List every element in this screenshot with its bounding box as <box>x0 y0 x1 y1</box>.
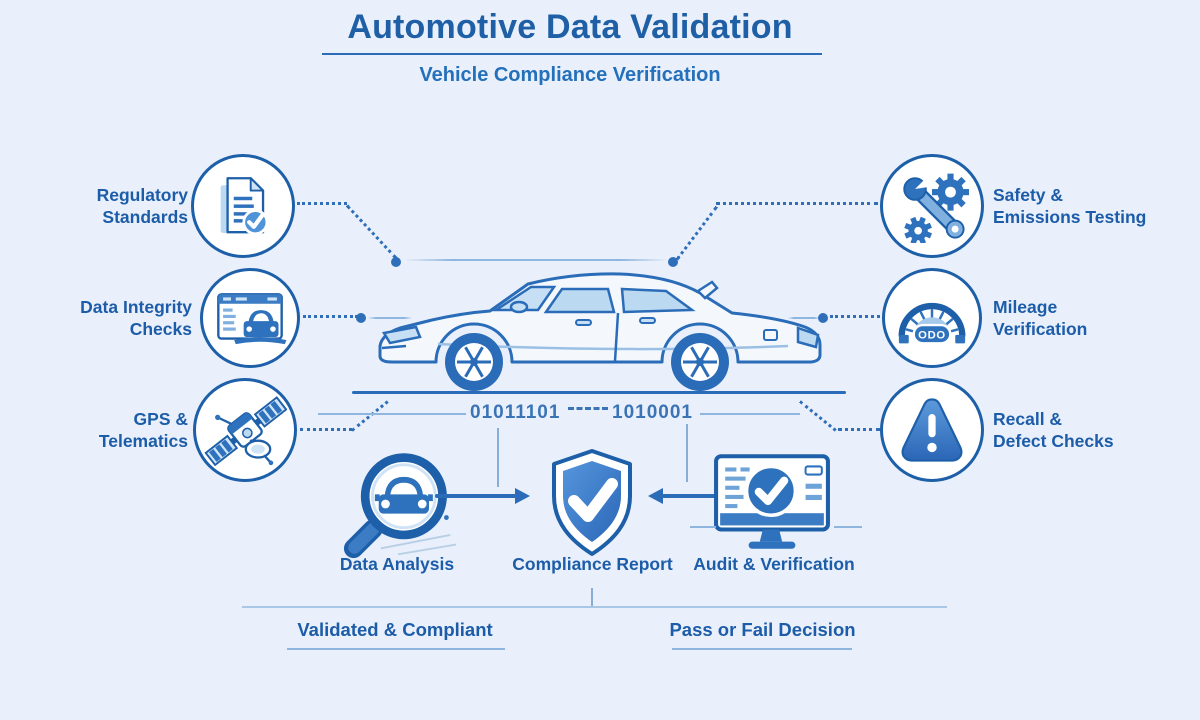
label-validated-compliant: Validated & Compliant <box>297 619 493 640</box>
label-regulatory-standards: Regulatory Standards <box>96 185 188 228</box>
binary-right: 1010001 <box>612 402 693 423</box>
regulatory-standards-circle <box>191 154 295 258</box>
document-check-icon <box>220 177 269 236</box>
ground-line <box>352 391 846 394</box>
stream-line-right <box>700 413 800 415</box>
label-data-analysis: Data Analysis <box>339 554 455 574</box>
safety-emissions-circle <box>880 154 984 258</box>
connector-dotted <box>345 204 398 260</box>
desk-line-left <box>690 526 716 528</box>
label-recall-defect: Recall & Defect Checks <box>993 409 1114 452</box>
connector-dotted <box>297 202 347 205</box>
title-underline <box>322 53 822 55</box>
connector-dotted <box>303 315 358 318</box>
magnifier-car-icon <box>343 453 457 559</box>
binary-left: 01011101 <box>470 402 561 423</box>
odometer-icon: ODO <box>898 302 966 345</box>
arrow-analysis-to-report <box>435 494 517 498</box>
gps-telematics-circle <box>193 378 297 482</box>
drop-line-left <box>497 428 499 487</box>
arrow-head-left-icon <box>648 488 663 504</box>
arrow-audit-to-report <box>662 494 730 498</box>
page-title: Automotive Data Validation <box>347 8 793 46</box>
sedan-car-illustration <box>378 272 822 391</box>
page-subtitle: Vehicle Compliance Verification <box>419 64 721 86</box>
connector-dotted <box>351 400 389 432</box>
stream-dashes <box>568 407 608 410</box>
label-pass-fail: Pass or Fail Decision <box>669 619 856 640</box>
connector-dot <box>818 313 828 323</box>
drop-line-right <box>686 424 688 482</box>
underline-validated <box>287 648 505 650</box>
connector-line <box>788 317 820 319</box>
connector-dotted <box>675 205 718 261</box>
label-data-integrity-checks: Data Integrity Checks <box>80 297 192 340</box>
connector-line <box>368 317 412 319</box>
label-mileage-verification: Mileage Verification <box>993 297 1088 340</box>
connector-dot <box>391 257 401 267</box>
label-audit-verification: Audit & Verification <box>693 554 855 574</box>
connector-dotted <box>799 400 837 432</box>
mileage-verification-circle: ODO <box>882 268 982 368</box>
arrow-head-right-icon <box>515 488 530 504</box>
connector-dotted <box>300 428 352 431</box>
connector-dotted <box>716 202 878 205</box>
connector-dot <box>668 257 678 267</box>
desk-line-right <box>834 526 862 528</box>
outcome-tick <box>591 588 593 607</box>
data-integrity-circle <box>200 268 300 368</box>
warning-triangle-icon <box>901 398 963 462</box>
monitor-check-icon <box>714 454 830 549</box>
rear-wheel <box>671 333 729 391</box>
satellite-icon <box>204 396 287 467</box>
outcome-rule <box>242 606 947 608</box>
connector-line <box>404 259 668 261</box>
connector-dot <box>356 313 366 323</box>
connector-dotted <box>830 315 880 318</box>
shield-check-icon <box>552 449 632 556</box>
connector-dotted <box>838 428 880 431</box>
wrench-gear-icon <box>903 173 969 243</box>
stream-line-left <box>318 413 466 415</box>
underline-pass-fail <box>672 648 852 650</box>
browser-car-icon <box>217 293 287 345</box>
recall-defect-circle <box>880 378 984 482</box>
front-wheel <box>445 333 503 391</box>
label-safety-emissions: Safety & Emissions Testing <box>993 185 1147 228</box>
odometer-text: ODO <box>918 329 946 341</box>
label-compliance-report: Compliance Report <box>512 554 673 574</box>
label-gps-telematics: GPS & Telematics <box>98 409 188 452</box>
